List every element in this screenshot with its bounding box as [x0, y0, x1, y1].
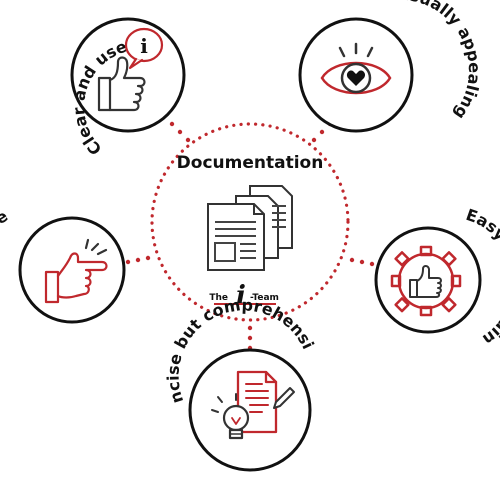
gear-thumbs-up-icon — [390, 245, 462, 317]
i-team-logo: The i -Team — [209, 281, 279, 311]
node-ring — [18, 216, 126, 324]
pointing-hand-icon — [44, 238, 108, 304]
center-hub: Documentation The i — [150, 122, 350, 322]
node-easy-to-maintain: Easy to maintain — [374, 205, 500, 349]
node-easy-to-use: Easy to use — [0, 206, 126, 324]
info-letter: i — [140, 34, 148, 58]
connector-use — [125, 255, 151, 265]
connector-maintain — [349, 257, 375, 267]
node-clear-and-useful: Clear and useful i — [0, 0, 186, 159]
lightbulb-document-icon — [211, 370, 295, 440]
center-title: Documentation — [177, 153, 324, 173]
node-visually-appealing: Visually appealing — [298, 0, 484, 133]
node-label: Easy to use — [0, 206, 11, 316]
connector-clear — [169, 121, 191, 143]
thumbs-up-info-icon — [97, 27, 164, 112]
eye-heart-icon — [320, 42, 392, 95]
center-dotted-ring — [150, 122, 350, 322]
documents-icon — [207, 185, 293, 271]
connector-concise — [247, 325, 253, 351]
logo-letter: i — [236, 281, 246, 311]
logo-suffix: -Team — [250, 293, 279, 303]
logo-prefix: The — [209, 293, 228, 303]
